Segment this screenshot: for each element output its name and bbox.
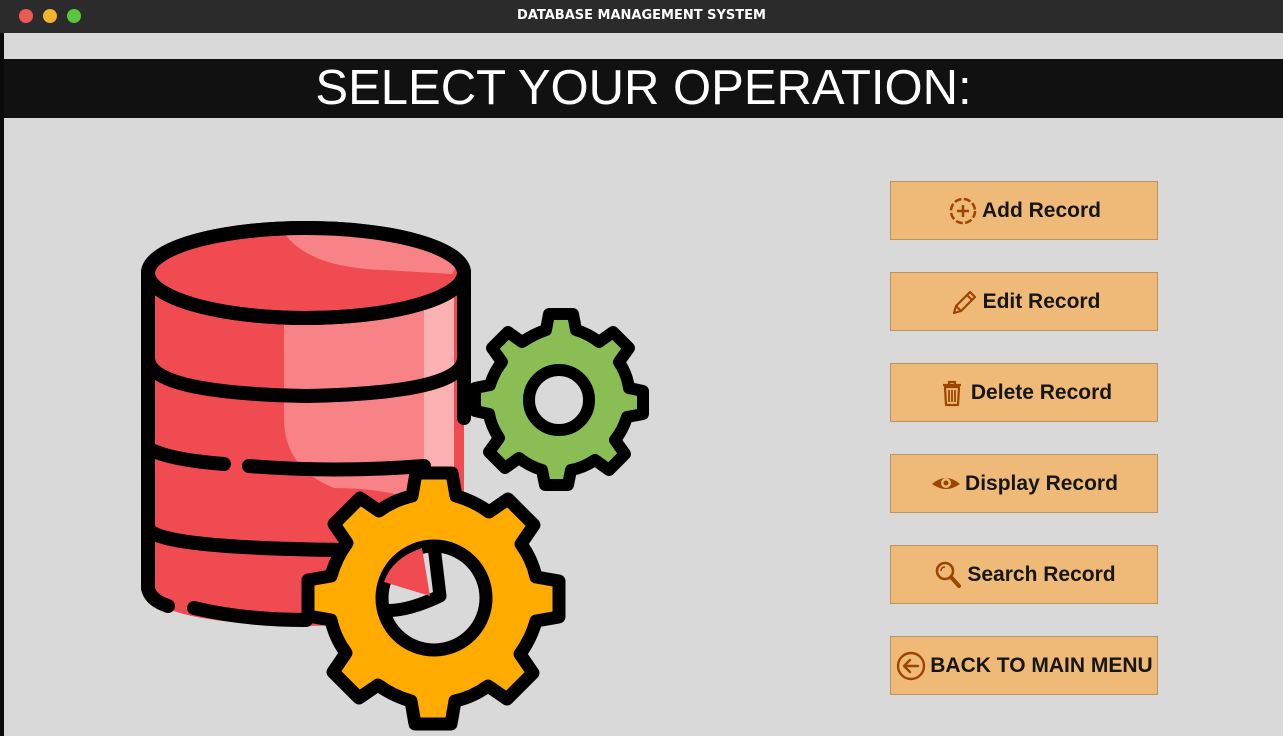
back-to-main-menu-button[interactable]: BACK TO MAIN MENU	[890, 636, 1158, 695]
display-record-label: Display Record	[965, 471, 1118, 495]
add-record-button[interactable]: Add Record	[890, 181, 1158, 240]
display-record-button[interactable]: Display Record	[890, 454, 1158, 513]
main-content: SELECT YOUR OPERATION:	[4, 33, 1283, 736]
eye-icon	[932, 477, 961, 489]
title-bar: DATABASE MANAGEMENT SYSTEM	[0, 0, 1283, 33]
trash-icon	[942, 380, 961, 406]
back-to-main-menu-label: BACK TO MAIN MENU	[930, 653, 1153, 677]
delete-record-button[interactable]: Delete Record	[890, 363, 1158, 422]
search-record-label: Search Record	[967, 562, 1116, 586]
database-icon	[141, 221, 471, 627]
window-title: DATABASE MANAGEMENT SYSTEM	[517, 8, 766, 23]
delete-record-label: Delete Record	[970, 380, 1113, 404]
add-circle-icon	[949, 197, 977, 224]
back-arrow-icon	[897, 651, 926, 680]
minimize-window-button[interactable]	[43, 9, 57, 23]
page-title: SELECT YOUR OPERATION:	[4, 59, 1283, 118]
large-gear-icon	[301, 466, 566, 731]
edit-record-button[interactable]: Edit Record	[890, 272, 1158, 331]
small-gear-icon	[469, 308, 649, 491]
add-record-label: Add Record	[981, 198, 1101, 222]
pencil-icon	[952, 290, 976, 314]
edit-record-label: Edit Record	[982, 289, 1101, 313]
database-gears-icon	[141, 221, 649, 731]
search-record-button[interactable]: Search Record	[890, 545, 1158, 604]
background-terminal-edge	[0, 33, 4, 736]
close-window-button[interactable]	[19, 9, 33, 23]
magnifier-icon	[936, 561, 962, 588]
maximize-window-button[interactable]	[67, 9, 81, 23]
